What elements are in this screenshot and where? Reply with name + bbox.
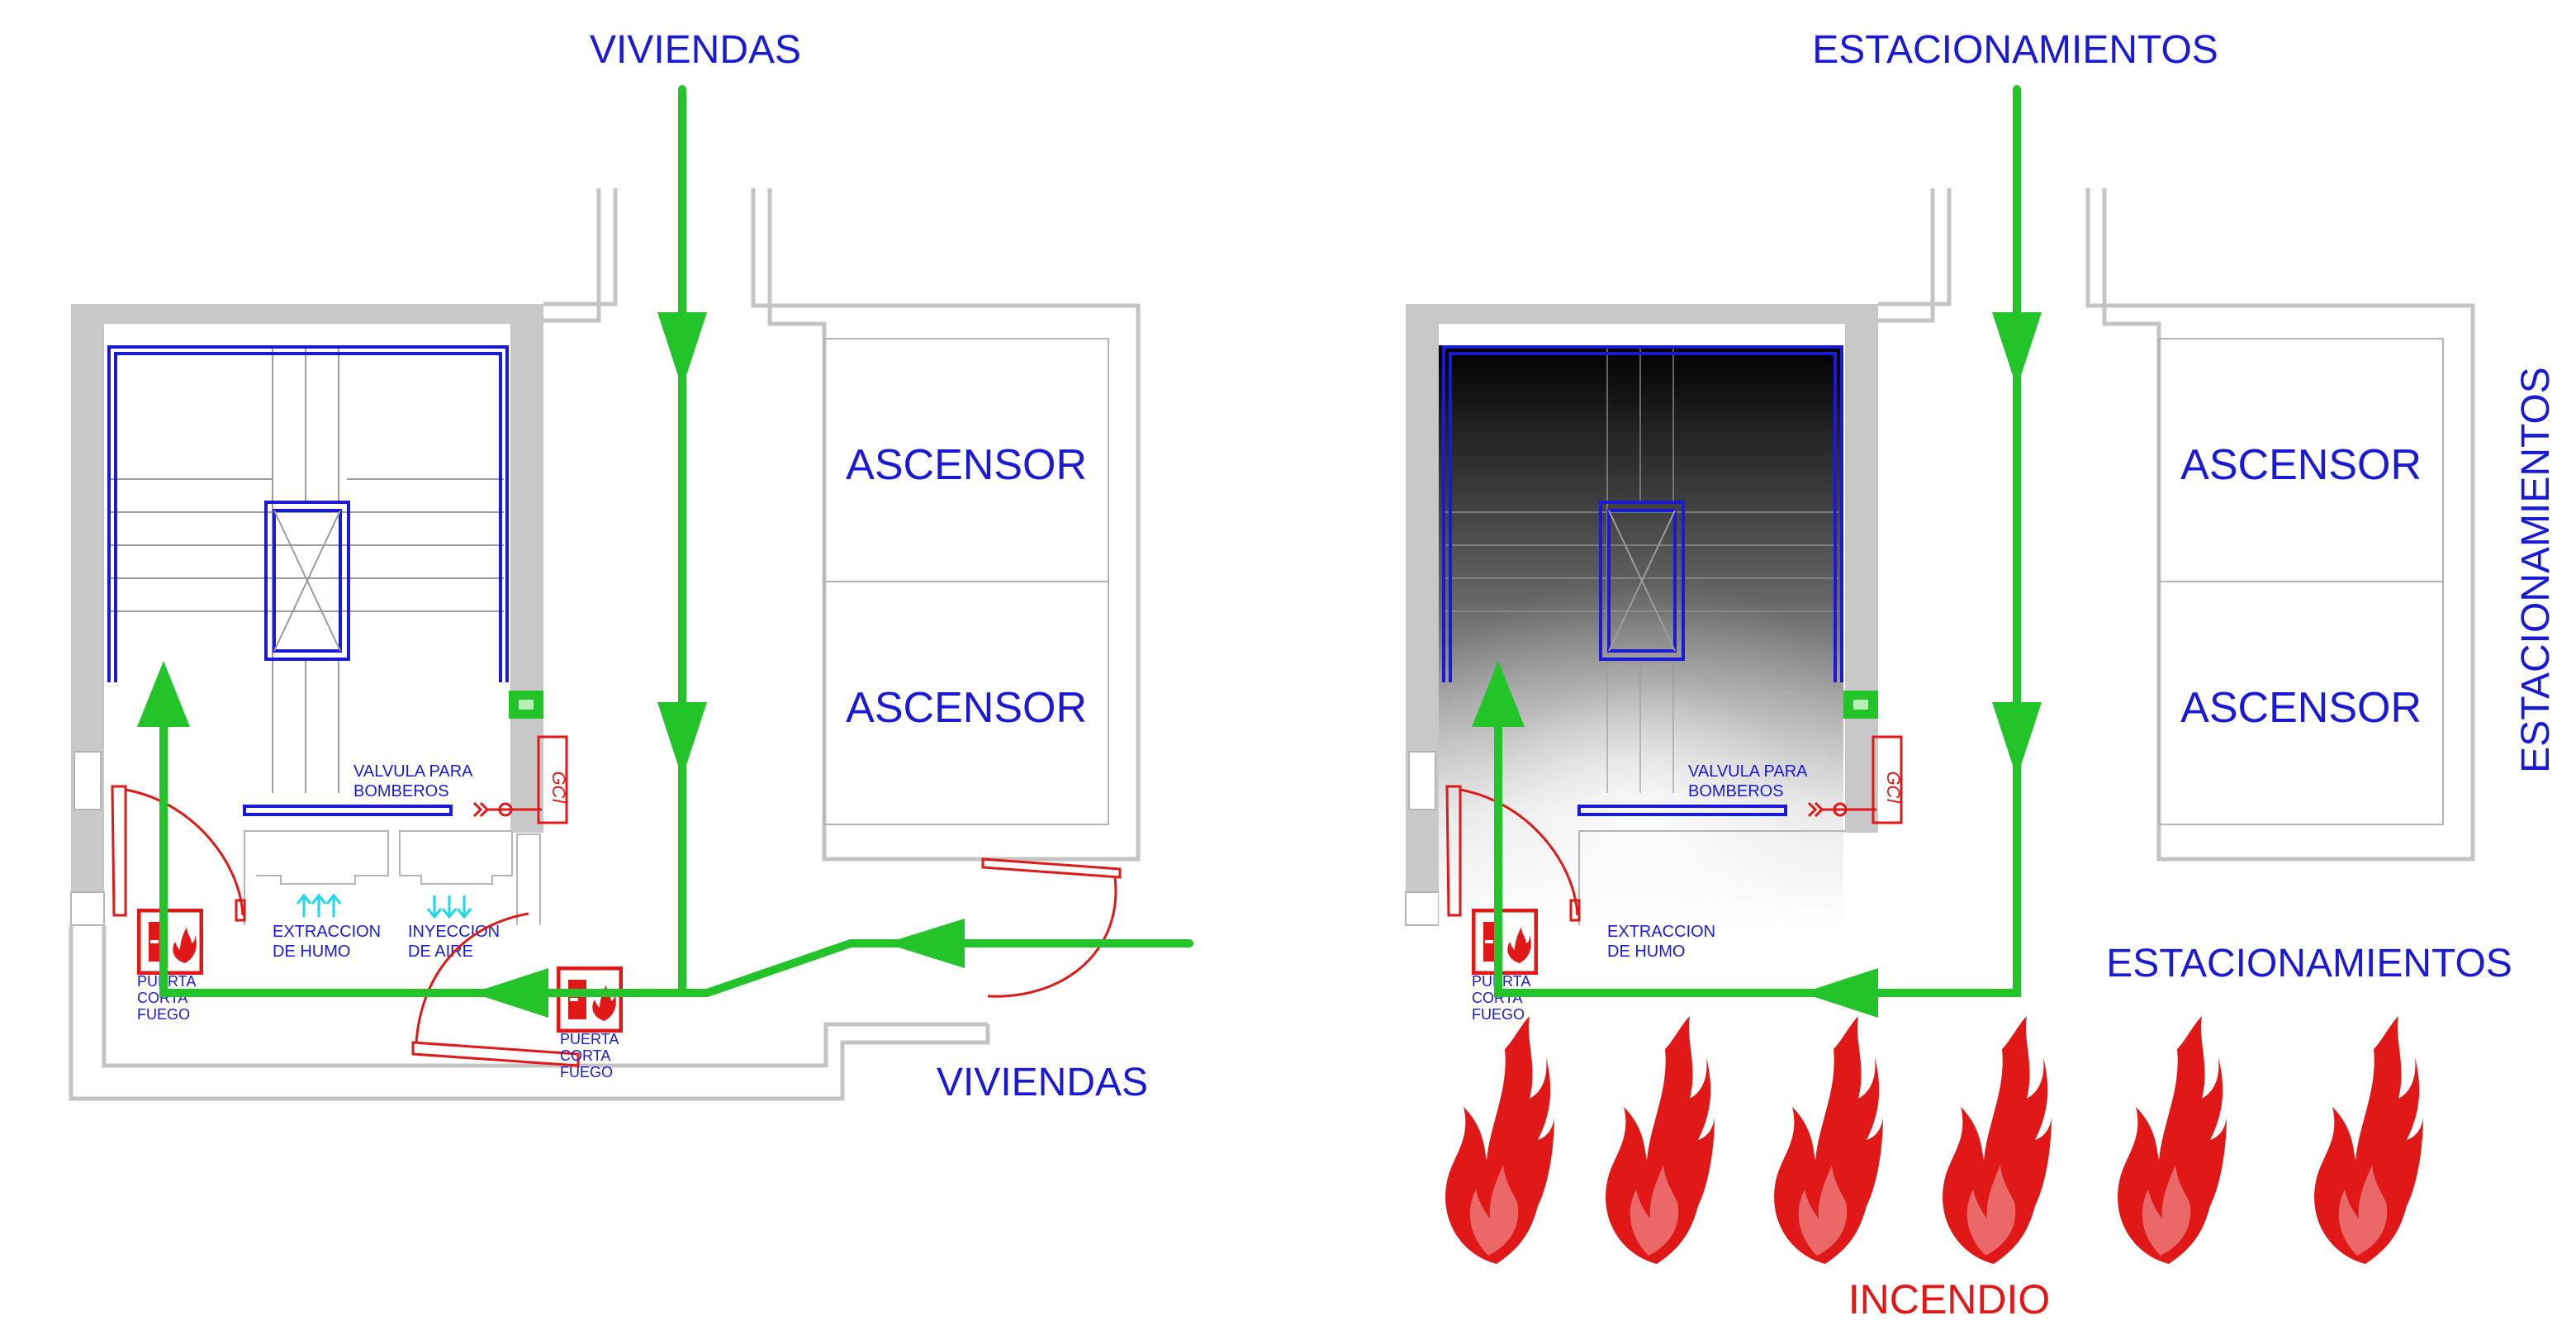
elevator-right-1-label: ASCENSOR — [2180, 441, 2422, 489]
air-injection-arrows — [426, 895, 472, 919]
stair-well — [264, 501, 350, 661]
elevator-right-2-label: ASCENSOR — [2180, 684, 2422, 732]
flame-icon — [2314, 1016, 2423, 1264]
valve-label-right-1: VALVULA PARA — [1688, 762, 1808, 781]
smoke-extraction-right-1: EXTRACCION — [1607, 923, 1715, 941]
fire-label-incendio: INCENDIO — [1848, 1276, 2050, 1321]
flame-icon — [1606, 1016, 1715, 1264]
top-label-viviendas: VIVIENDAS — [590, 28, 801, 72]
fire-door-2-line2: CORTA — [560, 1047, 610, 1064]
evacuation-route-left — [137, 85, 1193, 1018]
elevator-block — [751, 188, 1141, 862]
fire-door-right-line3: FUEGO — [1472, 1006, 1525, 1023]
right-floor-plan: GCI VALVULA PARA BOMBEROS EXTRACCION DE … — [1405, 28, 2558, 1323]
landing-rail — [243, 805, 453, 816]
flame-icon — [1774, 1016, 1883, 1264]
lower-label-estacionamientos: ESTACIONAMIENTOS — [2106, 942, 2512, 985]
air-injection-shaft — [399, 830, 513, 885]
evacuation-route-right — [1472, 85, 2042, 1018]
smoke-extraction-label-2: DE HUMO — [273, 943, 350, 961]
door-stair-right — [1445, 785, 1581, 922]
arrow-down — [657, 702, 707, 778]
smoke-extraction-arrows — [296, 893, 342, 917]
fire-valve-icon — [1807, 801, 1876, 818]
outer-wall-outline — [69, 925, 990, 1101]
arrow-left — [472, 968, 548, 1018]
arrow-left — [885, 919, 965, 968]
air-injection-label-2: DE AIRE — [408, 943, 473, 961]
side-label-estacionamientos: ESTACIONAMIENTOS — [2514, 367, 2558, 773]
air-injection-label-1: INYECCION — [408, 923, 500, 941]
fire-door-icon — [139, 910, 202, 973]
door-lobby — [411, 912, 580, 1067]
top-label-estacionamientos: ESTACIONAMIENTOS — [1812, 28, 2218, 72]
fire-valve-icon — [472, 801, 542, 818]
bottom-label-viviendas: VIVIENDAS — [937, 1061, 1148, 1104]
smoke-extraction-shaft — [244, 830, 389, 925]
valve-label-2: BOMBEROS — [353, 782, 449, 800]
fire-door-2-line1: PUERTA — [560, 1031, 619, 1047]
flame-icon — [2118, 1016, 2227, 1264]
gci-cabinet-icon — [537, 735, 568, 824]
arrow-up — [137, 661, 190, 727]
gci-label-right: GCI — [1883, 771, 1904, 803]
stair-handrail — [107, 345, 509, 682]
left-floor-plan: GCI VALVULA PARA BOMBEROS EXTRACCION DE … — [69, 28, 1193, 1104]
elevator-2-label: ASCENSOR — [846, 684, 1087, 732]
gci-label: GCI — [548, 771, 569, 803]
gci-cabinet-icon — [1872, 735, 1903, 824]
fire-door-icon — [558, 968, 621, 1031]
fire-door-2-line3: FUEGO — [560, 1064, 613, 1080]
door-stair-left — [111, 785, 246, 922]
valve-label-right-2: BOMBEROS — [1688, 782, 1784, 800]
door-entrance — [981, 857, 1122, 998]
elevator-1-label: ASCENSOR — [846, 441, 1087, 489]
valve-label-1: VALVULA PARA — [353, 762, 473, 781]
fire-flames — [1445, 1016, 2423, 1264]
arrow-down — [657, 312, 707, 388]
fire-door-1-line3: FUEGO — [137, 1006, 190, 1023]
flame-icon — [1943, 1016, 2052, 1264]
wall-top-left — [71, 304, 543, 324]
elevator-2-shaft — [823, 581, 1109, 825]
smoke-extraction-right-2: DE HUMO — [1607, 943, 1685, 961]
smoke-extraction-label-1: EXTRACCION — [273, 923, 381, 941]
flame-icon — [1445, 1016, 1554, 1264]
